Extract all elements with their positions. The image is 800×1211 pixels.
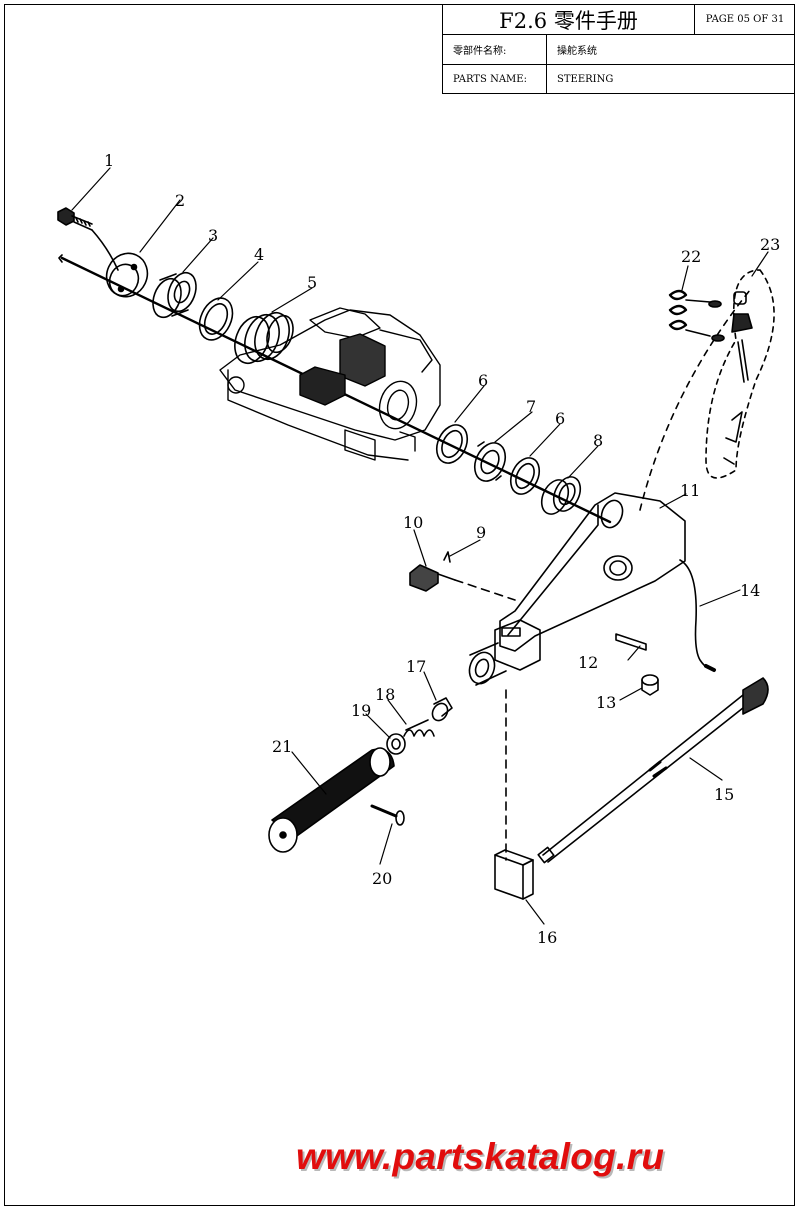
part-8-bushing	[540, 476, 582, 515]
part-4-ring	[198, 297, 234, 341]
callout-17: 17	[406, 657, 426, 676]
callout-20: 20	[372, 869, 392, 888]
callout-15: 15	[714, 785, 734, 804]
part-5-bushing	[234, 311, 294, 365]
part-16-bracket	[494, 849, 534, 900]
part-1-bolt	[57, 207, 93, 231]
callout-leaders	[71, 167, 769, 925]
part-10-knob	[409, 564, 456, 592]
part-17-cap	[431, 697, 453, 722]
name-en-value: STEERING	[557, 73, 614, 85]
part-9-pin	[443, 551, 451, 563]
page-indicator: PAGE 05 OF 31	[705, 14, 785, 25]
callout-5: 5	[307, 273, 317, 292]
callout-9: 9	[476, 523, 486, 542]
callout-6b: 6	[555, 409, 565, 428]
callout-14: 14	[740, 581, 760, 600]
part-2-plate	[91, 229, 149, 298]
callout-18: 18	[375, 685, 395, 704]
callout-4: 4	[254, 245, 264, 264]
part-13-nut	[641, 674, 659, 696]
callout-3: 3	[208, 226, 218, 245]
part-23-stop-switch	[705, 269, 775, 479]
part-6-washer-b	[509, 457, 541, 495]
title-block: F2.6 零件手册 PAGE 05 OF 31 零部件名称: 操舵系统 PART…	[442, 4, 795, 94]
part-14-cable	[679, 559, 709, 669]
part-11-tiller-arm	[468, 492, 686, 686]
shaft-tip	[58, 254, 63, 263]
part-12-clip	[615, 633, 647, 651]
callout-16: 16	[537, 928, 557, 947]
callout-7: 7	[526, 397, 536, 416]
page-border	[4, 4, 795, 1206]
name-en-row: PARTS NAME: STEERING	[443, 65, 794, 93]
part-14-cable-end	[704, 664, 716, 672]
part-18-spring	[403, 719, 435, 737]
callout-12: 12	[578, 653, 598, 672]
part-6-washer-a	[435, 424, 469, 464]
callout-2: 2	[175, 191, 185, 210]
callout-23: 23	[760, 235, 780, 254]
part-19-washer	[386, 733, 406, 755]
swivel-bracket	[219, 307, 441, 461]
guide-line-knob	[454, 579, 516, 601]
document-title: F2.6 零件手册	[443, 5, 695, 34]
title-row: F2.6 零件手册 PAGE 05 OF 31	[443, 5, 794, 35]
part-21-grip	[268, 747, 395, 853]
part-3-bushing	[152, 271, 197, 319]
part-15-shaft	[537, 677, 769, 864]
callout-8: 8	[593, 431, 603, 450]
name-en-label: PARTS NAME:	[443, 65, 547, 93]
callout-21: 21	[272, 737, 292, 756]
callout-22: 22	[681, 247, 701, 266]
part-22-lanyard	[668, 289, 725, 342]
callout-6a: 6	[478, 371, 488, 390]
callout-13: 13	[596, 693, 616, 712]
callout-11: 11	[680, 481, 700, 500]
name-cn-value: 操舵系统	[557, 46, 597, 57]
watermark-text: www.partskatalog.ru	[296, 1136, 665, 1177]
callout-10: 10	[403, 513, 423, 532]
name-cn-label: 零部件名称:	[443, 35, 547, 64]
callout-1: 1	[104, 151, 114, 170]
part-20-screw	[370, 804, 405, 826]
part-7-collar	[473, 441, 507, 482]
name-cn-row: 零部件名称: 操舵系统	[443, 35, 794, 65]
callout-19: 19	[351, 701, 371, 720]
guide-line-stop-switch	[639, 289, 751, 511]
